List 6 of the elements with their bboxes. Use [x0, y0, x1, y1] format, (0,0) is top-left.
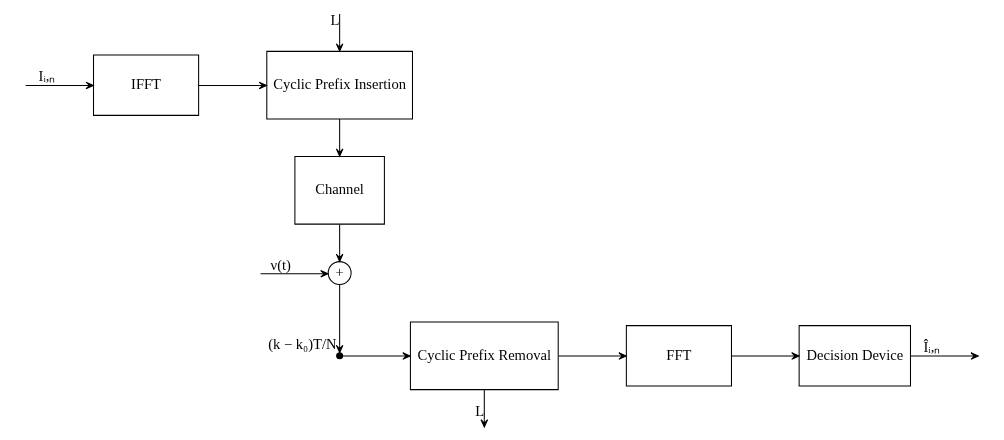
node-label: (k − k₀)T/N	[268, 335, 337, 352]
edge-label: L	[330, 11, 340, 28]
edge-label: L	[475, 402, 485, 419]
edge-label: Iᵢ,ₙ	[38, 67, 56, 84]
edge-label: Îᵢ,ₙ	[923, 338, 941, 355]
edge-label: ν(t)	[270, 256, 291, 273]
